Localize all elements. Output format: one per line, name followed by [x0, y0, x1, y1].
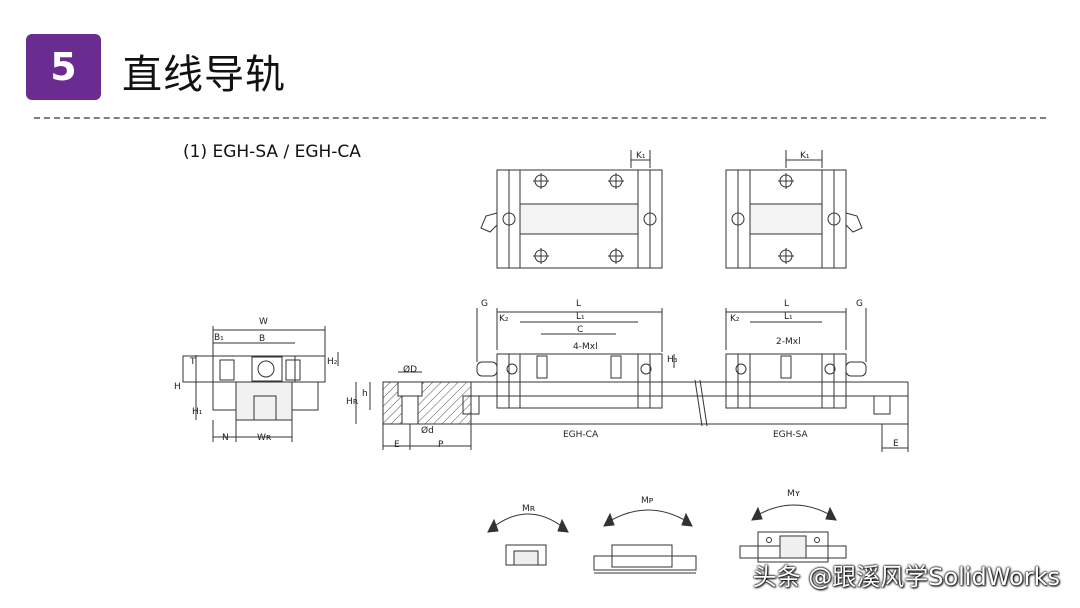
label-h-small: h — [362, 389, 368, 399]
label-mp: Mᴘ — [641, 496, 654, 506]
label-egh-ca: EGH-CA — [563, 430, 599, 440]
label-w: W — [259, 317, 268, 327]
section-subtitle: (1) EGH-SA / EGH-CA — [183, 142, 361, 162]
guide-rail — [462, 379, 909, 452]
page-title: 直线导轨 — [122, 52, 286, 98]
label-t: T — [189, 357, 196, 367]
rail-section-view — [355, 371, 472, 450]
moment-my-diagram — [739, 504, 847, 563]
label-g-right: G — [856, 299, 863, 309]
label-h3: H₃ — [667, 355, 678, 365]
label-phi-small-d: Ød — [421, 425, 434, 436]
label-l1-ca: L₁ — [576, 312, 585, 322]
label-egh-sa: EGH-SA — [773, 430, 809, 440]
label-k2-ca: K₂ — [499, 314, 509, 324]
label-h1: H₁ — [192, 407, 203, 417]
side-view-ca — [476, 308, 675, 409]
label-p: P — [438, 440, 444, 450]
label-bolt-2: 2-Mxl — [776, 337, 801, 347]
label-hr: Hʀ — [346, 397, 359, 407]
top-view-ca — [480, 150, 663, 269]
label-phi-big-d: ØD — [403, 364, 417, 375]
side-view-sa — [725, 308, 867, 409]
label-c: C — [577, 325, 583, 335]
label-b1: B₁ — [214, 333, 224, 343]
section-number-badge: 5 — [26, 34, 101, 100]
top-view-sa — [725, 150, 863, 269]
label-h2: H₂ — [327, 357, 338, 367]
label-k2-sa: K₂ — [730, 314, 740, 324]
label-n: N — [222, 433, 229, 443]
label-l-sa: L — [784, 299, 789, 309]
label-h: H — [174, 382, 181, 392]
watermark: 头条 @跟溪风学SolidWorks — [752, 563, 1060, 591]
label-k1-sa: K₁ — [800, 151, 810, 161]
label-b: B — [259, 334, 265, 344]
label-my: Mʏ — [787, 489, 800, 499]
moment-mp-diagram — [593, 509, 697, 574]
label-e-left: E — [394, 440, 400, 450]
section-number: 5 — [50, 45, 77, 89]
moment-mr-diagram — [487, 513, 569, 566]
label-g-left: G — [481, 299, 488, 309]
label-bolt-4: 4-Mxl — [573, 342, 598, 352]
dashed-divider — [34, 117, 1046, 119]
label-e-right: E — [893, 439, 899, 449]
label-wr: Wʀ — [257, 433, 272, 443]
label-l1-sa: L₁ — [784, 312, 793, 322]
front-section-view — [182, 326, 339, 442]
label-l-ca: L — [576, 299, 581, 309]
label-mr: Mʀ — [522, 504, 536, 514]
label-k1-ca: K₁ — [636, 151, 646, 161]
